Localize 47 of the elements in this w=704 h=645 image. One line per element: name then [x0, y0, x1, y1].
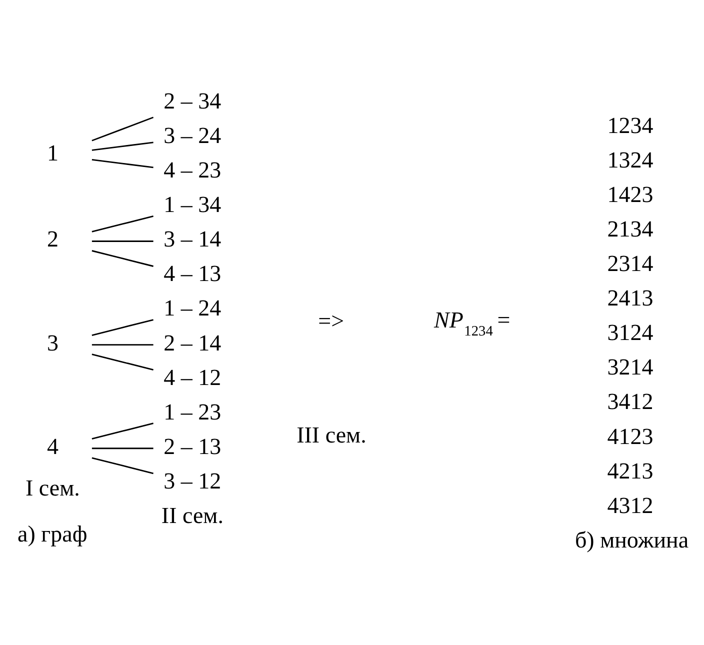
connector: [92, 319, 154, 336]
label: а) граф: [18, 520, 88, 547]
label: 4213: [607, 457, 654, 484]
label: 4123: [607, 422, 654, 449]
label: 3214: [607, 354, 654, 380]
label: 2134: [607, 216, 654, 242]
label: 1234: [607, 112, 654, 138]
node-text: 1 – 34: [164, 191, 222, 218]
connector: [92, 158, 154, 168]
node-text: 1 – 24: [164, 294, 222, 321]
connector: [92, 422, 154, 440]
node-text: 1 – 23: [164, 398, 222, 424]
label: 3124: [607, 319, 654, 346]
connector: [92, 448, 154, 450]
label: 2314: [607, 250, 654, 276]
node-text: 3: [47, 329, 59, 356]
node-text: 4 – 13: [164, 260, 222, 286]
connector: [92, 216, 154, 232]
node-text: 1: [47, 139, 59, 166]
label: I сем.: [25, 474, 80, 501]
node-text: 2: [47, 226, 59, 252]
node-text: 4: [47, 432, 59, 459]
label: 2413: [607, 284, 654, 311]
node-text: 3 – 14: [164, 226, 222, 252]
node-text: 3 – 24: [164, 122, 222, 148]
connector: [92, 250, 154, 267]
label: =>: [318, 308, 344, 334]
node-text: 2 – 13: [164, 432, 222, 459]
connector: [92, 240, 154, 242]
label: б) множина: [574, 526, 689, 552]
label: 3412: [607, 388, 654, 414]
node-text: 3 – 12: [164, 467, 222, 494]
connector: [92, 354, 154, 371]
connector: [92, 344, 154, 346]
node-text: 2 – 34: [164, 88, 222, 114]
label: 1324: [607, 146, 654, 173]
label: 1423: [607, 181, 654, 208]
connector: [92, 457, 154, 474]
connector: [92, 116, 154, 142]
label: III сем.: [296, 421, 366, 448]
label: 4312: [607, 492, 654, 518]
connector: [92, 142, 154, 151]
label: NP$_{1234}$ =: [434, 306, 510, 340]
node-text: 2 – 14: [164, 329, 222, 356]
node-text: 4 – 23: [164, 156, 222, 183]
label: II сем.: [161, 502, 224, 528]
node-text: 4 – 12: [164, 364, 222, 390]
